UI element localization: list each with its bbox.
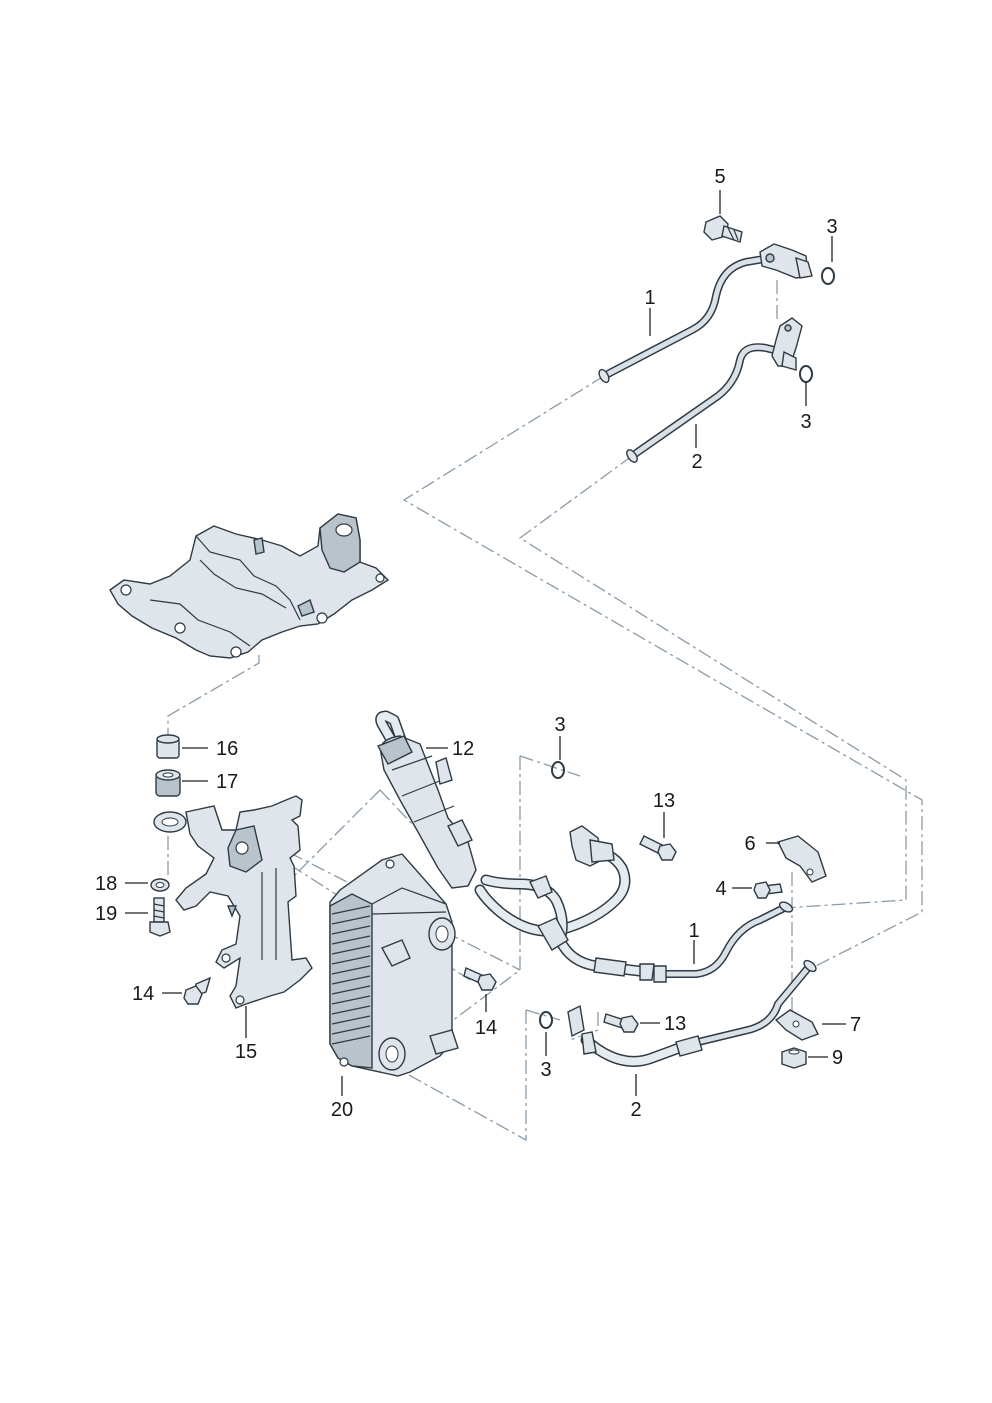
o-ring-3-top — [821, 267, 835, 285]
o-ring-3-upper-right — [799, 365, 813, 383]
callout-5: 5 — [714, 166, 725, 188]
callout-15: 15 — [235, 1041, 257, 1063]
hose-connector-middle — [569, 825, 615, 867]
callout-9: 9 — [832, 1047, 843, 1069]
callout-18: 18 — [95, 873, 117, 895]
bolt-4 — [753, 881, 783, 899]
grommet-17 — [155, 769, 181, 797]
callout-labels: 5 3 1 3 2 16 17 18 19 14 15 20 14 12 3 1… — [95, 166, 861, 1121]
bushing-16 — [156, 734, 180, 759]
bolt-14-right — [463, 967, 497, 991]
bolt-19 — [149, 897, 171, 937]
callout-16: 16 — [216, 738, 238, 760]
callout-7: 7 — [850, 1014, 861, 1036]
callout-20: 20 — [331, 1099, 353, 1121]
callout-13-lower: 13 — [664, 1013, 686, 1035]
transmission-housing — [109, 513, 390, 659]
callout-4: 4 — [715, 878, 726, 900]
o-ring-3-lower — [539, 1011, 553, 1029]
callout-2-top: 2 — [691, 451, 702, 473]
o-ring-3-middle — [551, 761, 565, 779]
pipe-2-upper — [626, 317, 803, 463]
callout-19: 19 — [95, 903, 117, 925]
callout-14-left: 14 — [132, 983, 154, 1005]
callout-3-middle: 3 — [554, 714, 565, 736]
pipe-1-upper — [598, 243, 813, 384]
bracket-15 — [175, 795, 313, 1009]
callout-3-upper-right: 3 — [800, 411, 811, 433]
bolt-13-upper — [639, 835, 677, 861]
callout-3-lower: 3 — [540, 1059, 551, 1081]
callout-3-top: 3 — [826, 216, 837, 238]
callout-2-lower: 2 — [630, 1099, 641, 1121]
assembly-guide-lines — [167, 280, 923, 1142]
clip-6 — [777, 835, 827, 883]
clip-7 — [774, 1009, 819, 1041]
bolt-14-left — [183, 976, 212, 1005]
callout-14-right: 14 — [475, 1017, 497, 1039]
nut-9 — [781, 1047, 807, 1069]
gasket-ring — [153, 811, 187, 833]
callout-13-upper: 13 — [653, 790, 675, 812]
callout-12: 12 — [452, 738, 474, 760]
washer-18 — [150, 878, 170, 892]
hose-1-lower — [480, 874, 794, 983]
hose-2-lower — [474, 845, 817, 1067]
callout-17: 17 — [216, 771, 238, 793]
callout-6: 6 — [744, 833, 755, 855]
oil-cooler-20 — [329, 853, 459, 1077]
callout-1-lower: 1 — [688, 920, 699, 942]
callout-leaders — [125, 190, 846, 1096]
filter-housing-12 — [375, 710, 477, 889]
bolt-13-lower — [603, 1013, 639, 1033]
bolt-5 — [703, 215, 743, 243]
callout-1-top: 1 — [644, 287, 655, 309]
